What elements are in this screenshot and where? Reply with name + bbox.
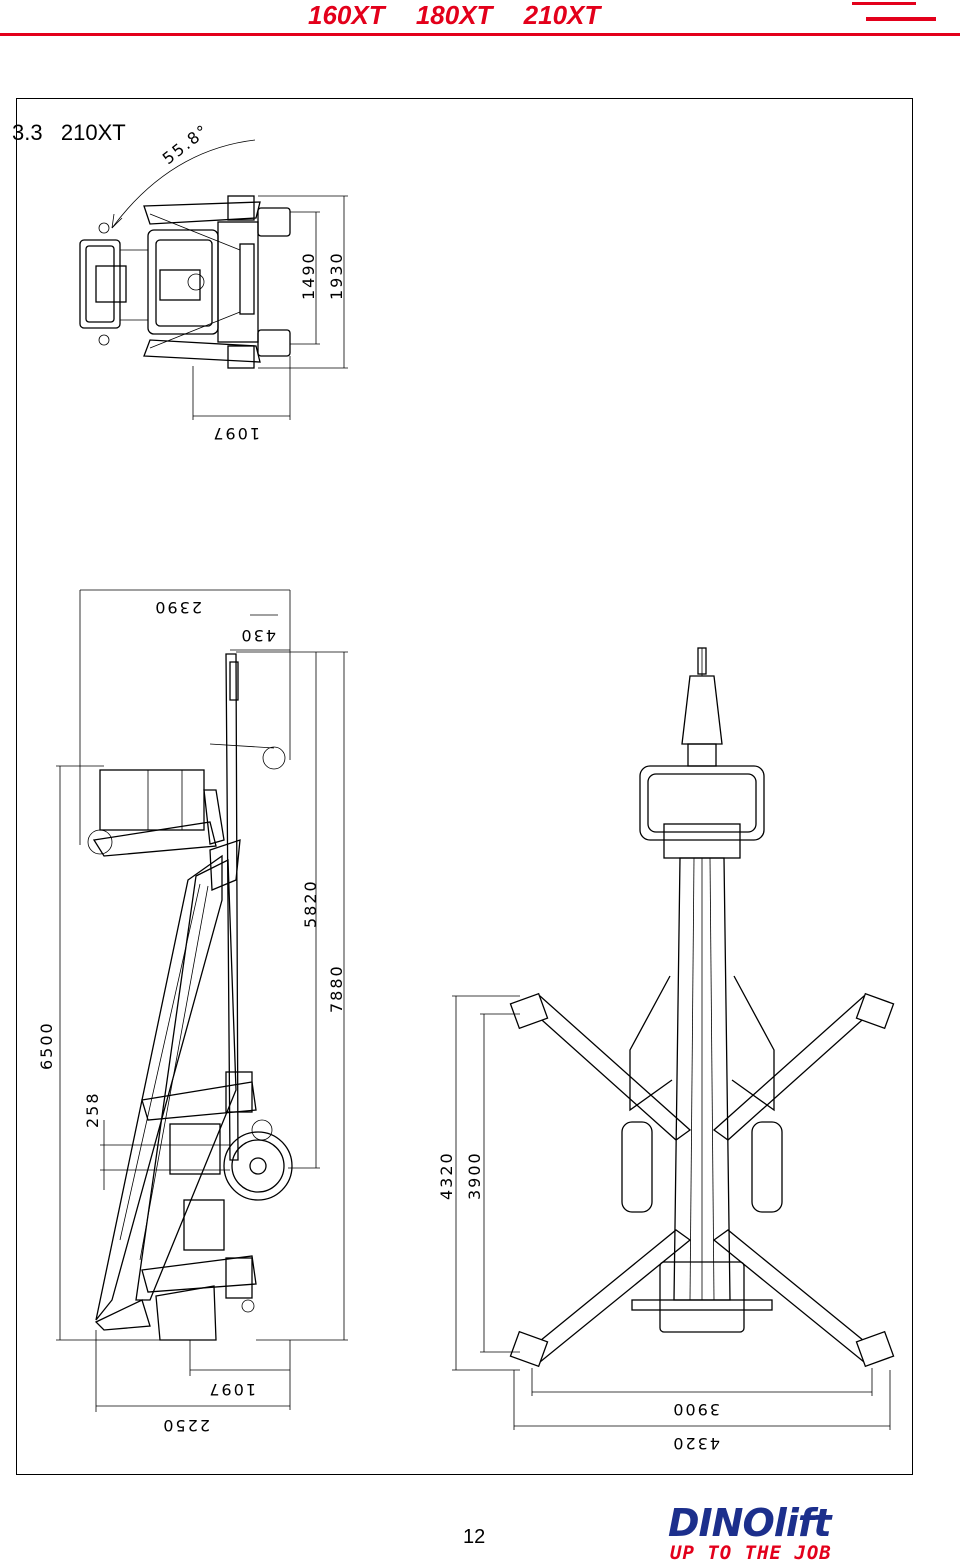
page-number: 12: [463, 1526, 486, 1548]
dim-430: 430: [239, 626, 276, 645]
dim-top-1097: 1097: [211, 424, 260, 443]
dim-1490: 1490: [299, 251, 318, 300]
dim-2250: 2250: [161, 1416, 210, 1435]
dim-front-4320-h: 4320: [671, 1434, 720, 1453]
dim-angle: 55.8°: [159, 120, 213, 168]
header-title: 160XT 180XT 210XT: [308, 0, 601, 30]
dim-1930: 1930: [327, 251, 346, 300]
dim-258: 258: [83, 1091, 102, 1128]
header-rule: [0, 33, 960, 36]
dim-front-4320-v: 4320: [437, 1151, 456, 1200]
dim-front-3900-h: 3900: [671, 1400, 720, 1419]
dim-front-3900-v: 3900: [465, 1151, 484, 1200]
dim-2390: 2390: [153, 598, 202, 617]
logo-slogan: UP TO THE JOB: [670, 1542, 832, 1564]
dim-6500: 6500: [37, 1021, 56, 1070]
top-view: 55.8° 1490 1930 1097: [79, 120, 348, 443]
front-view: 4320 3900 3900 4320: [437, 647, 895, 1453]
section-title: 3.3 210XT: [12, 120, 126, 145]
dinolift-logo: DINOlift UP TO THE JOB: [668, 1503, 868, 1563]
dim-side-1097: 1097: [207, 1380, 256, 1399]
side-view: 2390 430 5820 7880 6500 258: [37, 589, 348, 1435]
dim-5820: 5820: [301, 879, 320, 928]
header-flag-bottom: [866, 17, 936, 21]
drawing-frame: [16, 98, 913, 1475]
logo-name: DINOlift: [668, 1501, 832, 1545]
header-flag-top: [852, 2, 916, 5]
dim-7880: 7880: [327, 964, 346, 1013]
